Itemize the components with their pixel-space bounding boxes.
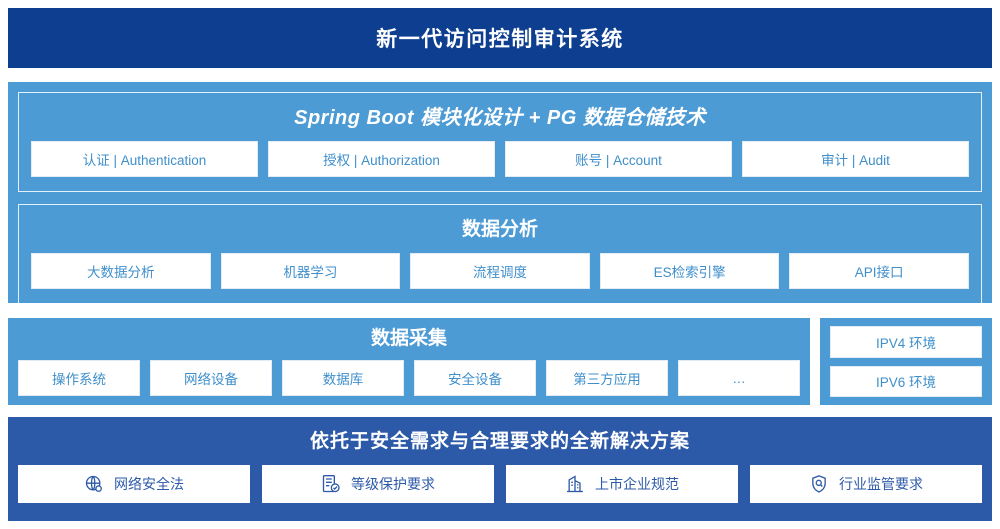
chip-big-data-analysis[interactable]: 大数据分析 bbox=[31, 253, 211, 289]
data-collection-panel: 数据采集 操作系统 网络设备 数据库 安全设备 第三方应用 … bbox=[8, 318, 810, 405]
compliance-panel: 依托于安全需求与合理要求的全新解决方案 网络安全法 bbox=[8, 417, 992, 521]
chip-ipv6-environment[interactable]: IPV6 环境 bbox=[830, 365, 982, 397]
chip-authentication[interactable]: 认证 | Authentication bbox=[31, 141, 258, 177]
framework-title: Spring Boot 模块化设计 + PG 数据仓储技术 bbox=[294, 107, 706, 129]
shield-search-icon bbox=[809, 474, 829, 494]
environment-panel: IPV4 环境 IPV6 环境 bbox=[820, 318, 992, 405]
page-title-bar: 新一代访问控制审计系统 bbox=[8, 8, 992, 68]
chip-label: 上市企业规范 bbox=[595, 476, 679, 492]
frame-spacer bbox=[18, 192, 982, 204]
chip-api-interface[interactable]: API接口 bbox=[789, 253, 969, 289]
chip-authorization[interactable]: 授权 | Authorization bbox=[268, 141, 495, 177]
data-collection-chip-row: 操作系统 网络设备 数据库 安全设备 第三方应用 … bbox=[18, 360, 800, 396]
chip-cybersecurity-law[interactable]: 网络安全法 bbox=[18, 465, 250, 503]
chip-ipv4-environment[interactable]: IPV4 环境 bbox=[830, 326, 982, 358]
chip-es-search-engine[interactable]: ES检索引擎 bbox=[599, 253, 780, 289]
globe-icon bbox=[84, 474, 104, 494]
data-collection-title: 数据采集 bbox=[370, 328, 447, 349]
framework-frame: Spring Boot 模块化设计 + PG 数据仓储技术 认证 | Authe… bbox=[18, 92, 982, 192]
chip-database[interactable]: 数据库 bbox=[282, 360, 404, 396]
chip-audit[interactable]: 审计 | Audit bbox=[742, 141, 969, 177]
chip-classified-protection[interactable]: 等级保护要求 bbox=[262, 465, 494, 503]
chip-security-device[interactable]: 安全设备 bbox=[414, 360, 536, 396]
chip-machine-learning[interactable]: 机器学习 bbox=[220, 253, 401, 289]
chip-process-scheduling[interactable]: 流程调度 bbox=[410, 253, 590, 289]
analytics-frame: 数据分析 大数据分析 机器学习 流程调度 ES检索引擎 API接口 bbox=[18, 204, 982, 304]
page-title: 新一代访问控制审计系统 bbox=[376, 28, 624, 51]
chip-network-device[interactable]: 网络设备 bbox=[150, 360, 272, 396]
framework-chip-row: 认证 | Authentication 授权 | Authorization 账… bbox=[31, 141, 969, 177]
compliance-chip-row: 网络安全法 等级保护要求 bbox=[18, 465, 982, 503]
chip-label: 行业监管要求 bbox=[839, 476, 923, 492]
chip-more-ellipsis[interactable]: … bbox=[678, 360, 800, 396]
analytics-title: 数据分析 bbox=[461, 219, 538, 240]
chip-account[interactable]: 账号 | Account bbox=[505, 141, 732, 177]
analytics-chip-row: 大数据分析 机器学习 流程调度 ES检索引擎 API接口 bbox=[31, 253, 969, 289]
chip-industry-regulation[interactable]: 行业监管要求 bbox=[750, 465, 982, 503]
building-icon bbox=[565, 474, 585, 494]
chip-label: 等级保护要求 bbox=[351, 476, 435, 492]
compliance-title: 依托于安全需求与合理要求的全新解决方案 bbox=[309, 431, 690, 452]
chip-operating-system[interactable]: 操作系统 bbox=[18, 360, 140, 396]
chip-third-party-app[interactable]: 第三方应用 bbox=[546, 360, 668, 396]
chip-label: 网络安全法 bbox=[114, 476, 184, 492]
document-check-icon bbox=[321, 474, 341, 494]
architecture-panel: Spring Boot 模块化设计 + PG 数据仓储技术 认证 | Authe… bbox=[8, 82, 992, 304]
chip-listed-company-standard[interactable]: 上市企业规范 bbox=[506, 465, 738, 503]
